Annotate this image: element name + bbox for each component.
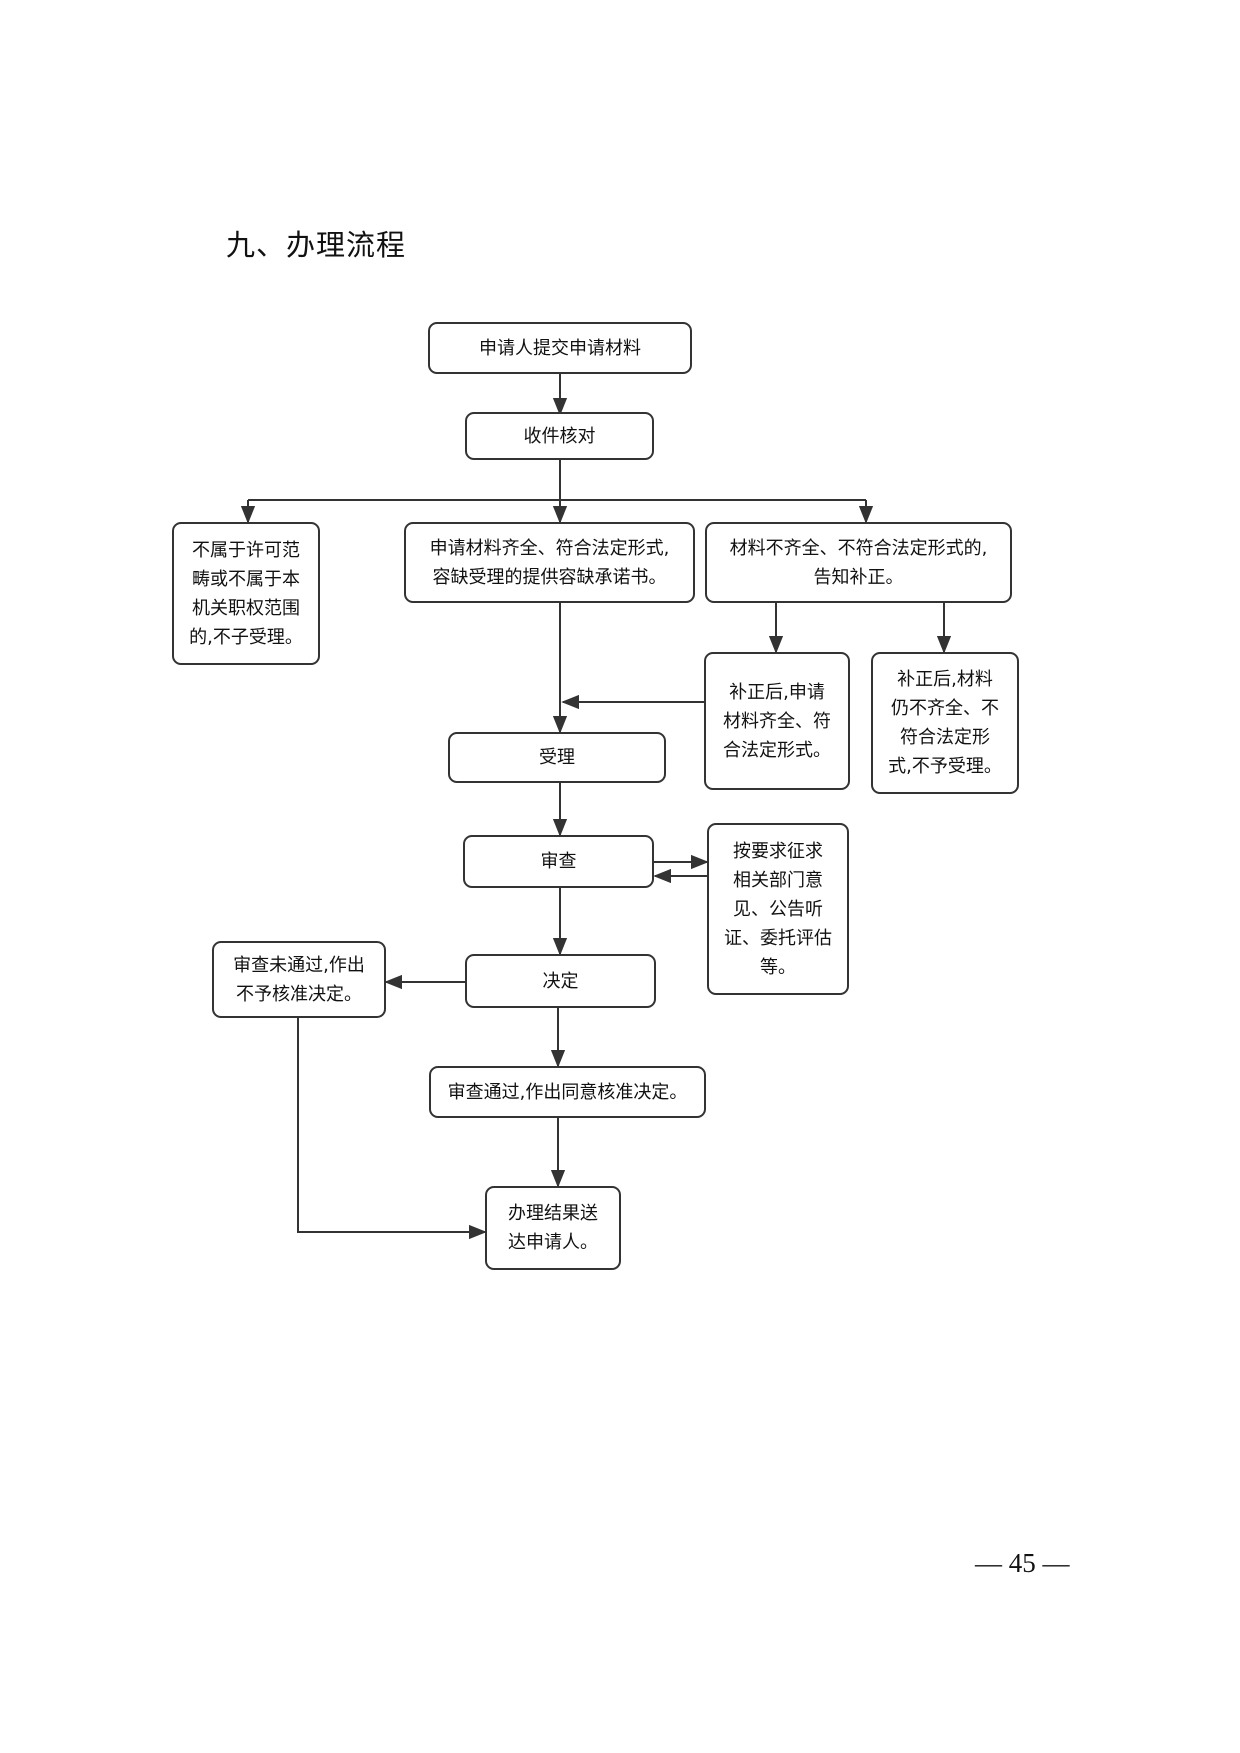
box-text-line: 式,不予受理。	[888, 756, 1002, 777]
box-text-line: 审查未通过,作出	[233, 954, 365, 976]
submit-materials-box: 申请人提交申请材料	[428, 322, 692, 374]
box-text: 办理结果送达申请人。	[508, 1199, 598, 1257]
box-text-line: 不属于许可范	[191, 539, 300, 561]
box-text: 收件核对	[524, 422, 596, 451]
review-approved-box: 审查通过,作出同意核准决定。	[429, 1066, 706, 1118]
box-text-line: 按要求征求	[733, 840, 823, 862]
materials-complete-box: 申请材料齐全、符合法定形式, 容缺受理的提供容缺承诺书。	[404, 522, 695, 603]
box-text-line: 见、公告听	[733, 898, 823, 920]
consult-departments-box: 按要求征求相关部门意见、公告听证、委托评估等。	[707, 823, 849, 995]
decision-box: 决定	[465, 954, 656, 1008]
box-text-line: 申请材料齐全、符合法定形式,	[429, 537, 670, 559]
accept-box: 受理	[448, 732, 666, 783]
box-text-line: 相关部门意	[733, 869, 823, 891]
review-box: 审查	[463, 835, 654, 888]
box-text-line: 申请人提交申请材料	[479, 337, 641, 359]
box-text-line: 等。	[760, 956, 796, 978]
box-text-line: 审查通过,作出同意核准决定。	[447, 1081, 688, 1103]
box-text: 决定	[543, 967, 579, 996]
box-text: 受理	[539, 743, 575, 772]
page-number: — 45 —	[975, 1548, 1070, 1578]
box-text-line: 仍不齐全、不	[890, 698, 999, 719]
box-text: 审查	[541, 847, 577, 876]
box-text-line: 办理结果送	[508, 1203, 598, 1224]
out-of-scope-box: 不属于许可范畴或不属于本机关职权范围的,不子受理。	[172, 522, 320, 665]
box-text-line: 符合法定形	[899, 727, 990, 748]
box-text: 审查未通过,作出不予核准决定。	[233, 951, 365, 1009]
box-text-line: 材料齐全、符	[723, 710, 831, 732]
review-rejected-box: 审查未通过,作出不予核准决定。	[212, 941, 386, 1018]
page-heading: 九、办理流程	[226, 228, 407, 262]
corrected-complete-box: 补正后,申请材料齐全、符合法定形式。	[704, 652, 850, 790]
box-text: 按要求征求相关部门意见、公告听证、委托评估等。	[724, 837, 832, 982]
box-text-line: 材料不齐全、不符合法定形式的,	[729, 537, 988, 559]
box-text-line: 补正后,材料	[897, 669, 993, 690]
box-text-line: 证、委托评估	[724, 927, 832, 949]
arrow-reject-to-deliver	[297, 1018, 487, 1240]
box-text-line: 机关职权范围	[191, 597, 300, 619]
box-text: 材料不齐全、不符合法定形式的, 告知补正。	[730, 534, 988, 592]
corrected-incomplete-box: 补正后,材料仍不齐全、不符合法定形式,不予受理。	[871, 652, 1019, 794]
box-text-line: 的,不子受理。	[189, 626, 303, 648]
receipt-check-box: 收件核对	[465, 412, 654, 460]
box-text-line: 补正后,申请	[729, 681, 825, 703]
box-text: 申请材料齐全、符合法定形式, 容缺受理的提供容缺承诺书。	[430, 534, 670, 592]
deliver-result-box: 办理结果送达申请人。	[485, 1186, 621, 1270]
box-text-line: 告知补正。	[813, 566, 904, 588]
box-text-line: 受理	[539, 747, 575, 768]
box-text: 不属于许可范畴或不属于本机关职权范围的,不子受理。	[189, 536, 303, 652]
box-text: 申请人提交申请材料	[479, 334, 641, 363]
box-text-line: 收件核对	[523, 425, 596, 447]
box-text: 补正后,材料仍不齐全、不符合法定形式,不予受理。	[888, 665, 1002, 781]
box-text-line: 容缺受理的提供容缺承诺书。	[432, 566, 667, 588]
box-text: 审查通过,作出同意核准决定。	[448, 1078, 688, 1107]
box-text-line: 合法定形式。	[723, 739, 831, 761]
box-text-line: 决定	[542, 970, 579, 992]
box-text-line: 畴或不属于本	[191, 568, 300, 590]
materials-incomplete-box: 材料不齐全、不符合法定形式的, 告知补正。	[705, 522, 1012, 603]
box-text: 补正后,申请材料齐全、符合法定形式。	[723, 678, 831, 765]
box-text-line: 不予核准决定。	[235, 983, 362, 1005]
box-text-line: 审查	[540, 851, 577, 872]
box-text-line: 达申请人。	[508, 1232, 598, 1253]
